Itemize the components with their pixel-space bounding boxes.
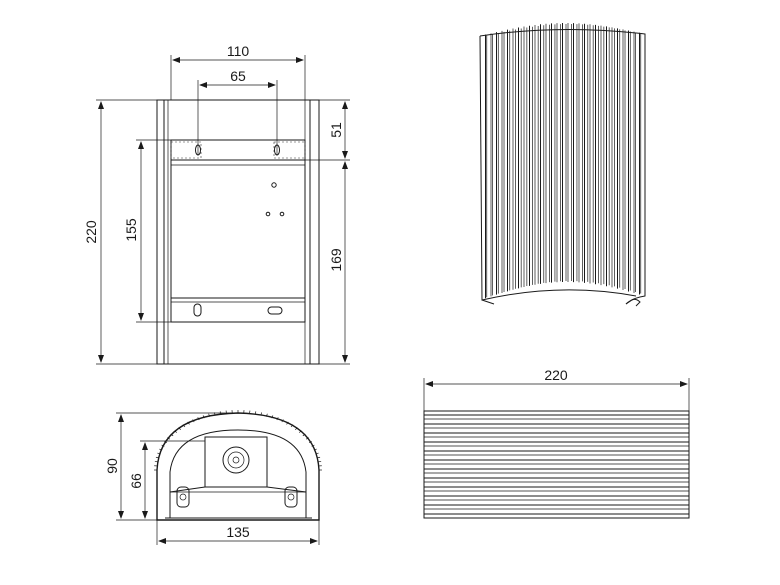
- dim-top-width: 110: [227, 43, 250, 59]
- tooth-line: [202, 415, 205, 419]
- dim-hole-spacing: 65: [230, 68, 246, 84]
- tooth-line: [161, 444, 165, 447]
- dim-total-height: 220: [83, 220, 99, 244]
- dim-width: 135: [226, 524, 250, 540]
- tooth-line: [260, 412, 263, 416]
- isometric-view: [479, 22, 646, 307]
- tooth-line: [305, 437, 309, 440]
- tooth-line: [157, 452, 161, 455]
- tooth-line: [276, 417, 279, 421]
- tooth-line: [254, 411, 257, 415]
- tooth-line: [271, 415, 274, 419]
- bottom-view: 90 66 135: [104, 410, 322, 545]
- tooth-line: [167, 437, 171, 440]
- mounting-plate: [170, 139, 306, 323]
- dim-inner-depth: 66: [128, 473, 144, 489]
- lower-slot-right: [267, 306, 283, 315]
- tooth-line: [317, 456, 321, 459]
- tooth-line: [174, 430, 178, 433]
- side-ribs: [424, 414, 689, 515]
- dim-total-depth: 90: [104, 458, 120, 474]
- side-view: 220: [423, 367, 690, 519]
- tooth-line: [313, 448, 317, 451]
- tooth-line: [290, 424, 294, 428]
- tooth-line: [208, 413, 211, 417]
- screw-boss-left: [176, 486, 190, 508]
- plate-hole: [271, 182, 277, 188]
- tooth-line: [192, 419, 195, 423]
- ribbed-flutes: [485, 22, 642, 299]
- lamp-socket: [222, 446, 250, 474]
- arc-teeth: [154, 410, 322, 471]
- tooth-line: [315, 452, 319, 455]
- tooth-line: [182, 424, 186, 428]
- dim-inner-height: 155: [123, 218, 139, 242]
- tooth-line: [265, 413, 268, 417]
- tooth-line: [159, 448, 163, 451]
- tooth-line: [311, 444, 315, 447]
- tooth-line: [170, 433, 174, 437]
- lamp-socket-block: [204, 436, 268, 488]
- tooth-line: [286, 421, 289, 425]
- tooth-line: [298, 430, 302, 433]
- tooth-line: [178, 427, 181, 430]
- tooth-line: [281, 419, 284, 423]
- screw-boss-right: [284, 486, 298, 508]
- lower-slot-left: [193, 303, 202, 317]
- tooth-line: [295, 427, 298, 430]
- front-view: 110 65 220 155 51 169: [83, 43, 350, 365]
- tooth-line: [197, 417, 200, 421]
- dim-length: 220: [544, 367, 568, 383]
- dim-lower-height: 169: [328, 248, 344, 272]
- lower-bracket: [170, 297, 306, 323]
- front-outer-frame: [156, 99, 320, 365]
- plate-hole: [265, 211, 271, 217]
- tooth-line: [302, 433, 306, 437]
- side-body: [423, 410, 690, 519]
- tooth-line: [187, 421, 190, 425]
- tooth-line: [164, 440, 168, 443]
- tooth-line: [308, 440, 312, 443]
- plate-hole: [279, 211, 285, 217]
- dim-top-offset: 51: [328, 122, 344, 138]
- outer-ribbed-arc: [156, 412, 320, 521]
- tooth-line: [155, 456, 159, 459]
